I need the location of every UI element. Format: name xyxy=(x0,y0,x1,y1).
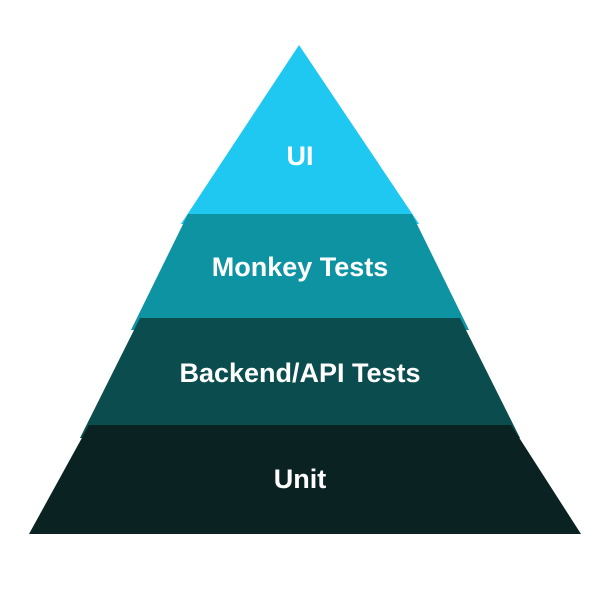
tier-backend-api-tests xyxy=(80,318,520,438)
tier-ui-label: UI xyxy=(287,141,314,171)
tier-monkey-tests-label: Monkey Tests xyxy=(212,252,389,282)
tier-monkey-tests xyxy=(131,214,469,330)
tier-unit xyxy=(29,425,581,534)
tier-backend-api-tests-label: Backend/API Tests xyxy=(179,358,420,388)
tier-unit-label: Unit xyxy=(274,464,326,494)
tier-ui xyxy=(181,45,419,224)
